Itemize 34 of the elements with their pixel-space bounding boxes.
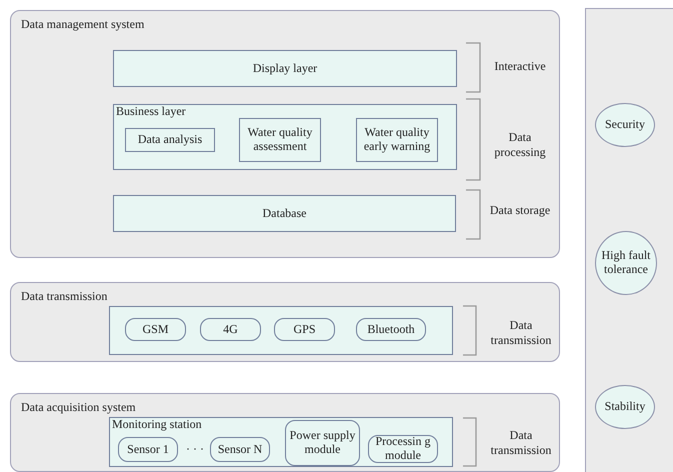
ellipsis-mark: · · · [185, 442, 205, 457]
bracket-label: Data transmission [490, 428, 552, 458]
feature-ellipse: Security [595, 103, 655, 147]
layer-panel [10, 282, 560, 362]
module-box: Water quality early warning [356, 118, 438, 162]
module-box: Water quality assessment [239, 118, 321, 162]
module-pill: Sensor N [210, 437, 270, 462]
module-pill: GPS [274, 318, 335, 341]
panel-title: Data acquisition system [21, 401, 136, 414]
module-box: Data analysis [125, 128, 215, 152]
module-pill: Bluetooth [356, 318, 426, 341]
layer-box: Display layer [113, 50, 457, 87]
layer-box: Database [113, 195, 456, 232]
side-panel [585, 8, 673, 472]
layer-panel [10, 10, 560, 258]
feature-ellipse: Stability [595, 385, 655, 429]
panel-title: Business layer [116, 105, 186, 118]
panel-title: Data management system [21, 18, 144, 32]
module-pill: Processin g module [368, 435, 438, 463]
module-pill: Sensor 1 [118, 437, 178, 462]
layer-box [109, 306, 453, 355]
bracket-label: Data transmission [490, 318, 552, 348]
module-pill: Power supply module [285, 420, 360, 466]
bracket-label: Interactive [493, 59, 547, 74]
layer-box [113, 104, 457, 170]
module-pill: GSM [125, 318, 186, 341]
feature-ellipse: High fault tolerance [595, 231, 657, 295]
layer-panel [10, 393, 560, 472]
bracket-label: Data storage [488, 203, 552, 218]
layer-box [109, 417, 453, 467]
panel-title: Data transmission [21, 290, 108, 304]
bracket-label: Data processing [493, 130, 547, 160]
module-pill: 4G [200, 318, 261, 341]
panel-title: Monitoring station [112, 418, 202, 432]
